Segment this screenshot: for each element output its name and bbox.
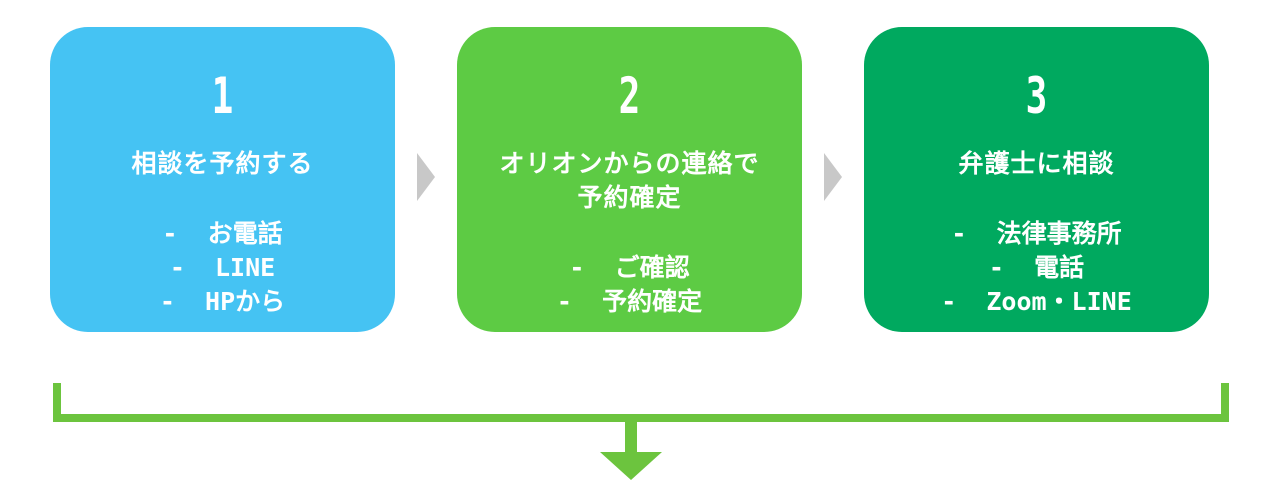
arrow-stem — [625, 418, 637, 452]
step-item: - 電話 — [988, 253, 1085, 282]
chevron-right-icon — [417, 153, 435, 201]
step-number: 1 — [211, 67, 234, 125]
step-item: - LINE — [169, 253, 276, 282]
step-item: - HPから — [159, 287, 286, 316]
step-item-list: - お電話 - LINE - HPから — [50, 217, 395, 319]
step-item-list: - 法律事務所 - 電話 - Zoom・LINE — [864, 217, 1209, 319]
step-title: オリオンからの連絡で 予約確定 — [457, 147, 802, 215]
step-card-2: 2 オリオンからの連絡で 予約確定 - ご確認 - 予約確定 — [457, 27, 802, 332]
step-item-list: - ご確認 - 予約確定 — [457, 251, 802, 319]
step-item: - 予約確定 — [556, 287, 703, 316]
step-title-line: 予約確定 — [577, 183, 682, 212]
step-title: 相談を予約する — [50, 147, 395, 181]
arrow-down-icon — [600, 452, 662, 480]
step-number: 3 — [1025, 67, 1048, 125]
step-title: 弁護士に相談 — [864, 147, 1209, 181]
step-item: - お電話 — [162, 219, 283, 248]
bracket-line — [53, 383, 1229, 422]
step-item: - ご確認 — [569, 253, 690, 282]
step-item: - 法律事務所 — [951, 219, 1122, 248]
step-item: - Zoom・LINE — [941, 287, 1132, 316]
step-card-3: 3 弁護士に相談 - 法律事務所 - 電話 - Zoom・LINE — [864, 27, 1209, 332]
step-title-line: 弁護士に相談 — [958, 149, 1115, 178]
step-title-line: オリオンからの連絡で — [499, 149, 760, 178]
chevron-right-icon — [824, 153, 842, 201]
step-number: 2 — [618, 67, 641, 125]
step-card-1: 1 相談を予約する - お電話 - LINE - HPから — [50, 27, 395, 332]
step-title-line: 相談を予約する — [131, 149, 314, 178]
